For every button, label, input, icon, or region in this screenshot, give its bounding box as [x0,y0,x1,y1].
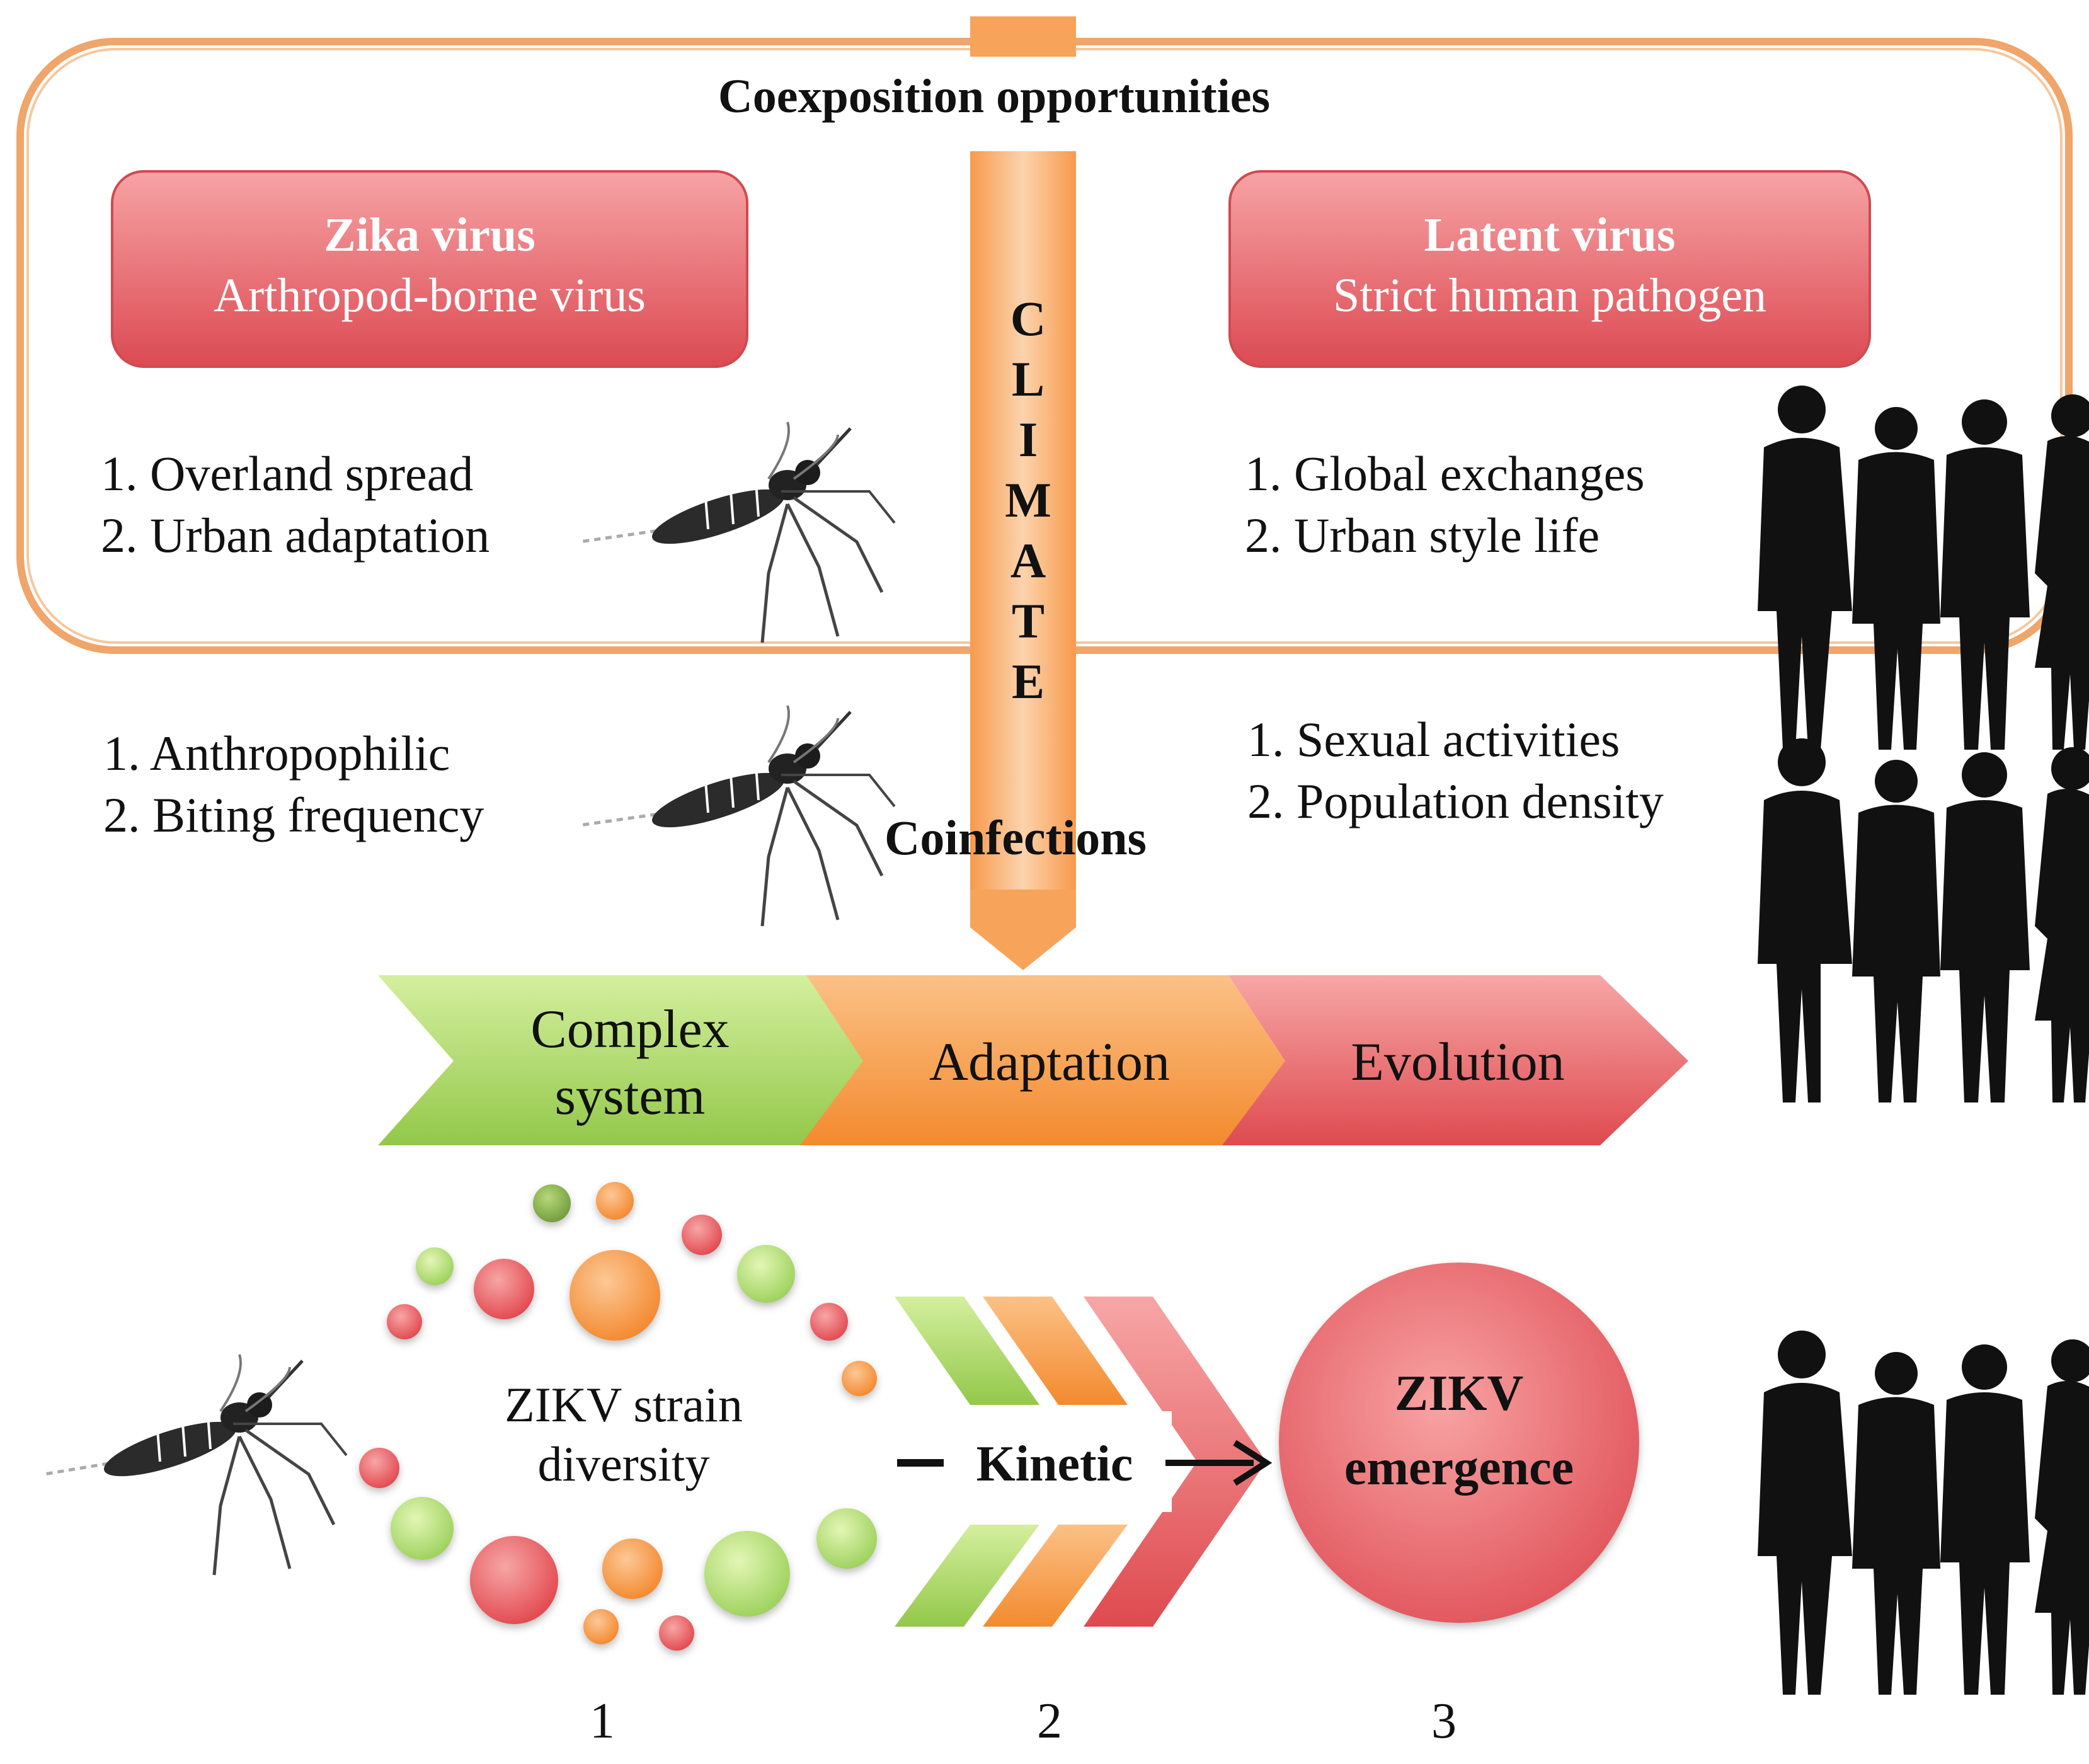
climate-letter: E [1012,654,1044,709]
list-item: Population density [1296,774,1664,828]
evolution-label: Evolution [1351,1031,1564,1092]
emergence-line1: ZIKV [1395,1366,1524,1421]
step-numbers: 1 2 3 [590,1693,1457,1749]
climate-letter: I [1019,412,1038,467]
svg-text:1. Sexual activities: 1. Sexual activities [1247,712,1620,767]
list-item: Anthropophilic [150,726,450,781]
process-chevrons: Complex system Adaptation Evolution [378,975,1688,1145]
people-silhouette-icon [1758,738,2089,1102]
svg-text:2. Population density: 2. Population density [1247,774,1664,828]
complex-label: Complex [530,999,729,1059]
climate-letter: T [1012,593,1044,648]
latent-subtitle: Strict human pathogen [1333,269,1766,322]
coinfections-label: Coinfections [884,810,1147,865]
svg-text:1. Overland spread: 1. Overland spread [101,446,473,501]
strain-diversity-ring [359,1182,877,1651]
people-silhouette-icon [1758,1331,2089,1695]
chevron-evolution [1222,975,1688,1145]
latent-factors-lower: 1. Sexual activities 2. Population densi… [1247,712,1664,828]
list-item: Overland spread [150,446,473,501]
latent-title: Latent virus [1424,209,1676,261]
step-number: 1 [590,1693,615,1749]
svg-text:2. Urban style life: 2. Urban style life [1245,508,1600,563]
list-item: Biting frequency [152,788,484,842]
emergence-line2: emergence [1344,1440,1574,1496]
chevron-adaptation [800,975,1285,1145]
svg-text:1. Anthropophilic: 1. Anthropophilic [103,726,450,781]
zika-factors-lower: 1. Anthropophilic 2. Biting frequency [103,726,484,842]
step-number: 3 [1431,1693,1457,1749]
people-silhouette-icon [1758,386,2089,750]
strain-label-line1: ZIKV strain [505,1377,743,1432]
adaptation-label: Adaptation [929,1031,1170,1092]
list-item: Urban adaptation [150,508,489,563]
zika-subtitle: Arthropod-borne virus [214,269,646,322]
kinetic-axis [897,1440,1273,1486]
mosquito-icon [579,421,896,643]
chevron-complex-system [378,975,869,1145]
zika-factors-upper: 1. Overland spread 2. Urban adaptation [101,446,489,563]
climate-letter: C [1010,291,1046,346]
climate-letter: L [1012,352,1044,406]
climate-arrow [970,16,1076,970]
svg-text:1. Global exchanges: 1. Global exchanges [1245,446,1645,501]
svg-text:2. Biting frequency: 2. Biting frequency [103,788,484,842]
latent-factors-upper: 1. Global exchanges 2. Urban style life [1245,446,1645,563]
climate-letter: A [1010,533,1046,588]
mosquito-icon [579,705,896,927]
coexposition-title: Coexposition opportunities [718,70,1270,123]
kinetic-label: Kinetic [976,1436,1133,1492]
strain-label-line2: diversity [538,1436,710,1491]
latent-virus-box: Latent virus Strict human pathogen [1228,170,1871,368]
climate-letters: C L I M A T E [1005,291,1051,709]
step-number: 2 [1037,1693,1062,1749]
list-item: Sexual activities [1296,712,1620,767]
zika-title: Zika virus [324,209,535,261]
svg-text:2. Urban adaptation: 2. Urban adaptation [101,508,489,563]
mosquito-icon [43,1354,348,1576]
list-item: Global exchanges [1294,446,1645,501]
zikv-emergence-circle: ZIKV emergence [1279,1263,1639,1623]
climate-letter: M [1005,472,1051,527]
list-item: Urban style life [1294,508,1600,563]
system-label: system [555,1065,706,1126]
zika-virus-box: Zika virus Arthropod-borne virus [111,170,748,368]
